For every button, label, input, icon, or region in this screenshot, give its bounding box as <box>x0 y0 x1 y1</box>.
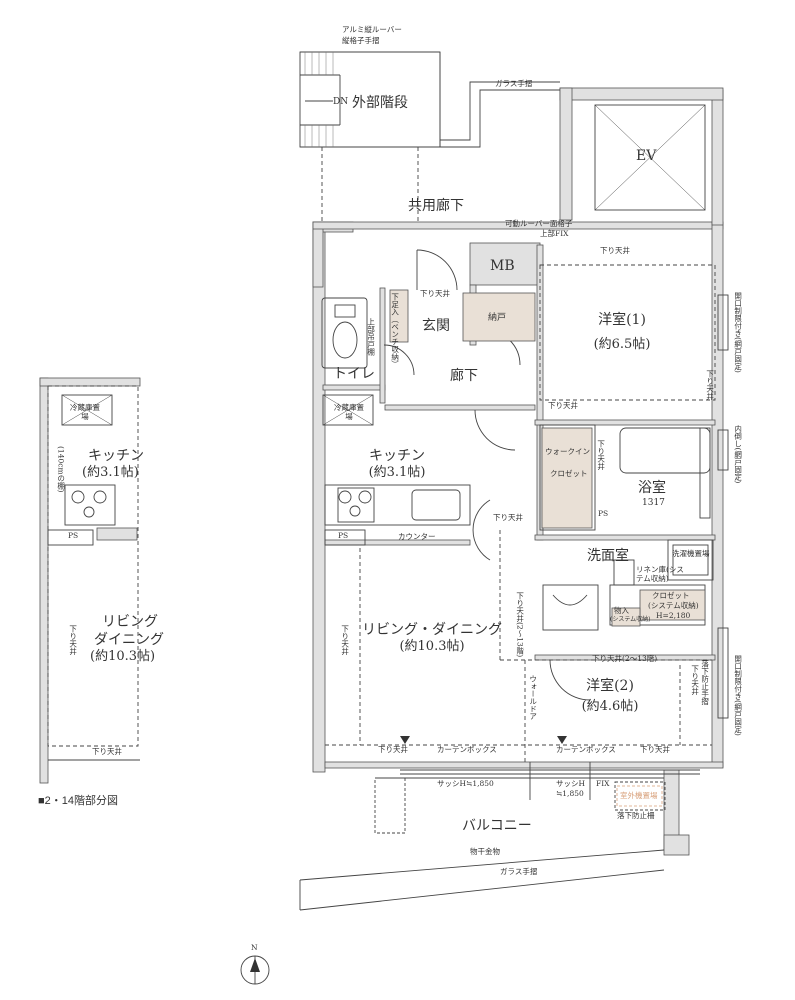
western2-area: (約4.6帖) <box>581 699 639 714</box>
side-window-3: 開口制限付き(網戸固定) <box>733 655 743 736</box>
bath-label: 浴室 <box>638 480 666 496</box>
ld-area: (約10.3帖) <box>399 639 465 654</box>
hallway-label: 廊下 <box>450 368 478 384</box>
nando-label: 納戸 <box>488 313 507 323</box>
fridge-label: 冷蔵庫置場 <box>334 403 364 421</box>
closet2-fill <box>639 589 706 621</box>
fall-guard-label: 落下防止柵 <box>617 811 655 820</box>
sliding-louver-label: 可動ルーバー面格子 <box>505 219 573 228</box>
shita-ten-2-13-horizontal: 下り天井(2〜13階) <box>592 654 658 663</box>
shita-ten-6: 下り天井 <box>493 513 523 522</box>
ac-outdoor-box <box>616 785 663 807</box>
ld-label: リビング・ダイニング <box>362 622 502 638</box>
entrance-label: 玄関 <box>422 318 450 334</box>
ps-label-2: PS <box>338 531 349 540</box>
sash2-height: ≒1,850 <box>556 789 584 798</box>
shita-ten-2: 下り天井 <box>420 289 450 298</box>
washroom-label: 洗面室 <box>587 548 629 564</box>
lattice-handrail-label: 縦格子手摺 <box>342 36 380 45</box>
partial-stove-label: (140cmの棚) <box>56 446 66 493</box>
ev-label: EV <box>636 148 657 164</box>
storage-in-label: 物入 <box>614 606 629 615</box>
top-fix-label: 上部FIX <box>540 229 569 238</box>
toilet-label: トイレ <box>333 366 375 382</box>
ps-label-1: PS <box>598 509 609 518</box>
curtain-box-1: カーテンボックス <box>437 745 497 754</box>
louver-label: アルミ縦ルーバー <box>342 25 402 34</box>
marker-triangle-2 <box>557 736 567 744</box>
western1-area: (約6.5帖) <box>593 337 651 352</box>
storage-in-fill <box>611 607 641 627</box>
kitchen-label: キッチン <box>369 448 425 464</box>
walls <box>39 87 724 856</box>
corridor-label: 共用廊下 <box>408 198 464 214</box>
partial-ld-label-1: リビング <box>102 614 158 630</box>
nando-fill <box>462 292 536 342</box>
partial-ps-label: PS <box>68 531 79 540</box>
partial-ld-area: (約10.3帖) <box>90 649 156 664</box>
fall-guard-side-label: 落下防止手摺 <box>700 660 710 705</box>
partial-fridge-label: 冷蔵庫置場 <box>70 403 100 421</box>
partial-ld-label-2: ダイニング <box>94 632 164 648</box>
outlines <box>47 51 729 985</box>
glass-handrail-top-label: ガラス手摺 <box>495 79 533 88</box>
side-window-1: 開口制限付き(網戸固定) <box>733 292 743 373</box>
dn-label: DN <box>333 97 349 107</box>
fix-label: FIX <box>596 779 610 788</box>
ext-stairs-label: 外部階段 <box>352 95 408 111</box>
storage-in-sub: (システム収納) <box>610 616 651 623</box>
shita-ten-5: 下り天井 <box>596 440 606 470</box>
washer-label: 洗濯機置場 <box>672 549 710 558</box>
shita-ten-4: 下り天井 <box>548 401 578 410</box>
shita-ten-8: 下り天井 <box>690 665 700 695</box>
glass-handrail-label: ガラス手摺 <box>500 867 538 876</box>
shita-ten-3: 下り天井 <box>705 370 715 400</box>
sash1-label: サッシH≒1,850 <box>437 779 494 788</box>
shoe-storage-label: 下足入（ベンチ収納） <box>390 293 400 368</box>
shita-ten-7: 下り天井 <box>340 625 350 655</box>
north-label: N <box>251 943 258 952</box>
partial-plan-caption: ■2・14階部分図 <box>38 795 118 807</box>
shita-ten-9: 下り天井 <box>378 745 408 754</box>
closet2-label: クロゼット <box>652 591 690 600</box>
partial-kitchen-area: (約3.1帖) <box>82 465 139 480</box>
shita-ten-2-13: 下り天井(2〜13階) <box>515 592 525 658</box>
side-window-2: 内倒し(網戸固定) <box>733 425 743 484</box>
marker-triangle-1 <box>400 736 410 744</box>
compass-arrow <box>250 958 260 972</box>
linen-label: リネン庫(システム収納) <box>636 565 684 583</box>
mb-label: MB <box>490 258 515 274</box>
walkin-closet-label: クロゼット <box>550 469 588 478</box>
closet2-sub: (システム収納) <box>648 601 699 610</box>
sash2-label: サッシH <box>556 779 586 788</box>
outlet-door-label: ウォールドア <box>528 675 538 720</box>
partial-shita-ten-2: 下り天井 <box>92 747 122 756</box>
walkin-fill <box>541 427 593 529</box>
shoe-storage-fill <box>389 289 409 343</box>
ac-outdoor-label: 室外機置場 <box>620 791 658 800</box>
western2-label: 洋室(2) <box>586 678 634 694</box>
closet2-height: H=2,180 <box>656 611 691 620</box>
shita-ten-10: 下り天井 <box>640 745 670 754</box>
kitchen-area: (約3.1帖) <box>368 465 426 480</box>
partial-shita-ten: 下り天井 <box>68 625 78 655</box>
balcony-label: バルコニー <box>462 818 532 834</box>
bath-size: 1317 <box>642 498 665 508</box>
western1-label: 洋室(1) <box>598 312 646 328</box>
curtain-box-2: カーテンボックス <box>556 745 616 754</box>
drying-hardware-label: 物干金物 <box>470 847 500 856</box>
shita-ten-1: 下り天井 <box>600 246 630 255</box>
partial-kitchen-label: キッチン <box>88 448 144 464</box>
counter-label: カウンター <box>398 532 436 541</box>
upper-cab-label: 上部吊戸棚 <box>366 318 376 356</box>
walkin-label: ウォークイン <box>545 447 590 456</box>
